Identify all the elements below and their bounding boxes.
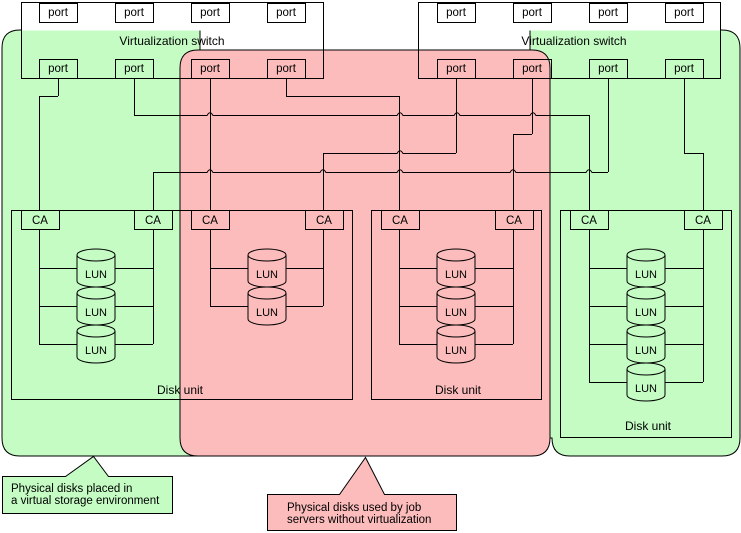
channel-adapter[interactable]: CA <box>381 210 420 230</box>
callout-non-virtual-line2: servers without virtualization <box>287 514 431 526</box>
port-label: port <box>124 7 145 19</box>
lun-label: LUN <box>635 383 657 395</box>
port-top[interactable]: port <box>665 3 704 23</box>
port-label: port <box>522 63 543 75</box>
port-label: port <box>48 7 69 19</box>
lun-label: LUN <box>85 345 107 357</box>
lun-label: LUN <box>85 307 107 319</box>
port-label: port <box>124 63 145 75</box>
port-top[interactable]: port <box>513 3 552 23</box>
callout-virtual-line2: a virtual storage environment <box>11 495 160 507</box>
port-label: port <box>522 7 543 19</box>
lun-icon[interactable]: LUN <box>76 248 116 288</box>
port-top[interactable]: port <box>115 3 154 23</box>
callout-virtual: Physical disks placed in a virtual stora… <box>2 455 173 514</box>
channel-adapter[interactable]: CA <box>191 210 230 230</box>
lun-label: LUN <box>445 345 467 357</box>
lun-icon[interactable]: LUN <box>436 324 476 364</box>
disk-unit-label: Disk unit <box>435 383 482 397</box>
lun-label: LUN <box>256 269 278 281</box>
wire <box>153 169 608 173</box>
disk-unit-2: Disk unit <box>371 210 542 400</box>
lun-icon[interactable]: LUN <box>626 248 666 288</box>
ca-label: CA <box>506 215 522 227</box>
channel-adapter[interactable]: CA <box>495 210 534 230</box>
callout-non-virtual-line1: Physical disks used by job <box>287 502 421 514</box>
lun-label: LUN <box>635 269 657 281</box>
port-label: port <box>48 63 69 75</box>
ca-label: CA <box>145 215 161 227</box>
disk-unit-3: Disk unit <box>560 210 732 438</box>
channel-adapter[interactable]: CA <box>684 210 723 230</box>
channel-adapter[interactable]: CA <box>21 210 60 230</box>
lun-label: LUN <box>256 307 278 319</box>
lun-icon[interactable]: LUN <box>76 286 116 326</box>
port-top[interactable]: port <box>39 3 78 23</box>
channel-adapter[interactable]: CA <box>134 210 173 230</box>
lun-label: LUN <box>85 269 107 281</box>
lun-icon[interactable]: LUN <box>247 248 287 288</box>
port-label: port <box>200 7 221 19</box>
port-label: port <box>200 63 221 75</box>
lun-icon[interactable]: LUN <box>626 362 666 402</box>
wire <box>134 112 590 116</box>
port-top[interactable]: port <box>589 3 628 23</box>
non-virtual-region <box>179 49 551 457</box>
ca-label: CA <box>581 215 597 227</box>
disk-unit-1: Disk unit <box>11 210 353 400</box>
lun-icon[interactable]: LUN <box>436 248 476 288</box>
ca-label: CA <box>316 215 332 227</box>
port-label: port <box>674 7 695 19</box>
ca-label: CA <box>695 215 711 227</box>
lun-label: LUN <box>445 307 467 319</box>
ca-label: CA <box>32 215 48 227</box>
switch-label: Virtualization switch <box>521 34 626 48</box>
callout-non-virtual: Physical disks used by job servers witho… <box>267 456 457 531</box>
switch-label: Virtualization switch <box>119 34 224 48</box>
port-label: port <box>598 7 619 19</box>
lun-icon[interactable]: LUN <box>76 324 116 364</box>
channel-adapter[interactable]: CA <box>305 210 344 230</box>
port-label: port <box>598 63 619 75</box>
ca-label: CA <box>202 215 218 227</box>
lun-label: LUN <box>445 269 467 281</box>
channel-adapter[interactable]: CA <box>570 210 609 230</box>
lun-label: LUN <box>635 307 657 319</box>
port-top[interactable]: port <box>191 3 230 23</box>
port-label: port <box>276 7 297 19</box>
lun-icon[interactable]: LUN <box>247 286 287 326</box>
disk-unit-label: Disk unit <box>625 419 672 433</box>
lun-label: LUN <box>635 345 657 357</box>
ca-label: CA <box>392 215 408 227</box>
port-top[interactable]: port <box>267 3 306 23</box>
port-label: port <box>276 63 297 75</box>
port-label: port <box>446 7 467 19</box>
port-label: port <box>446 63 467 75</box>
wire <box>323 150 456 154</box>
lun-icon[interactable]: LUN <box>626 286 666 326</box>
port-label: port <box>674 63 695 75</box>
lun-icon[interactable]: LUN <box>436 286 476 326</box>
virtual-region-right <box>529 29 741 457</box>
disk-unit-label: Disk unit <box>157 383 204 397</box>
callout-virtual-line1: Physical disks placed in <box>11 483 132 495</box>
port-top[interactable]: port <box>437 3 476 23</box>
lun-icon[interactable]: LUN <box>626 324 666 364</box>
